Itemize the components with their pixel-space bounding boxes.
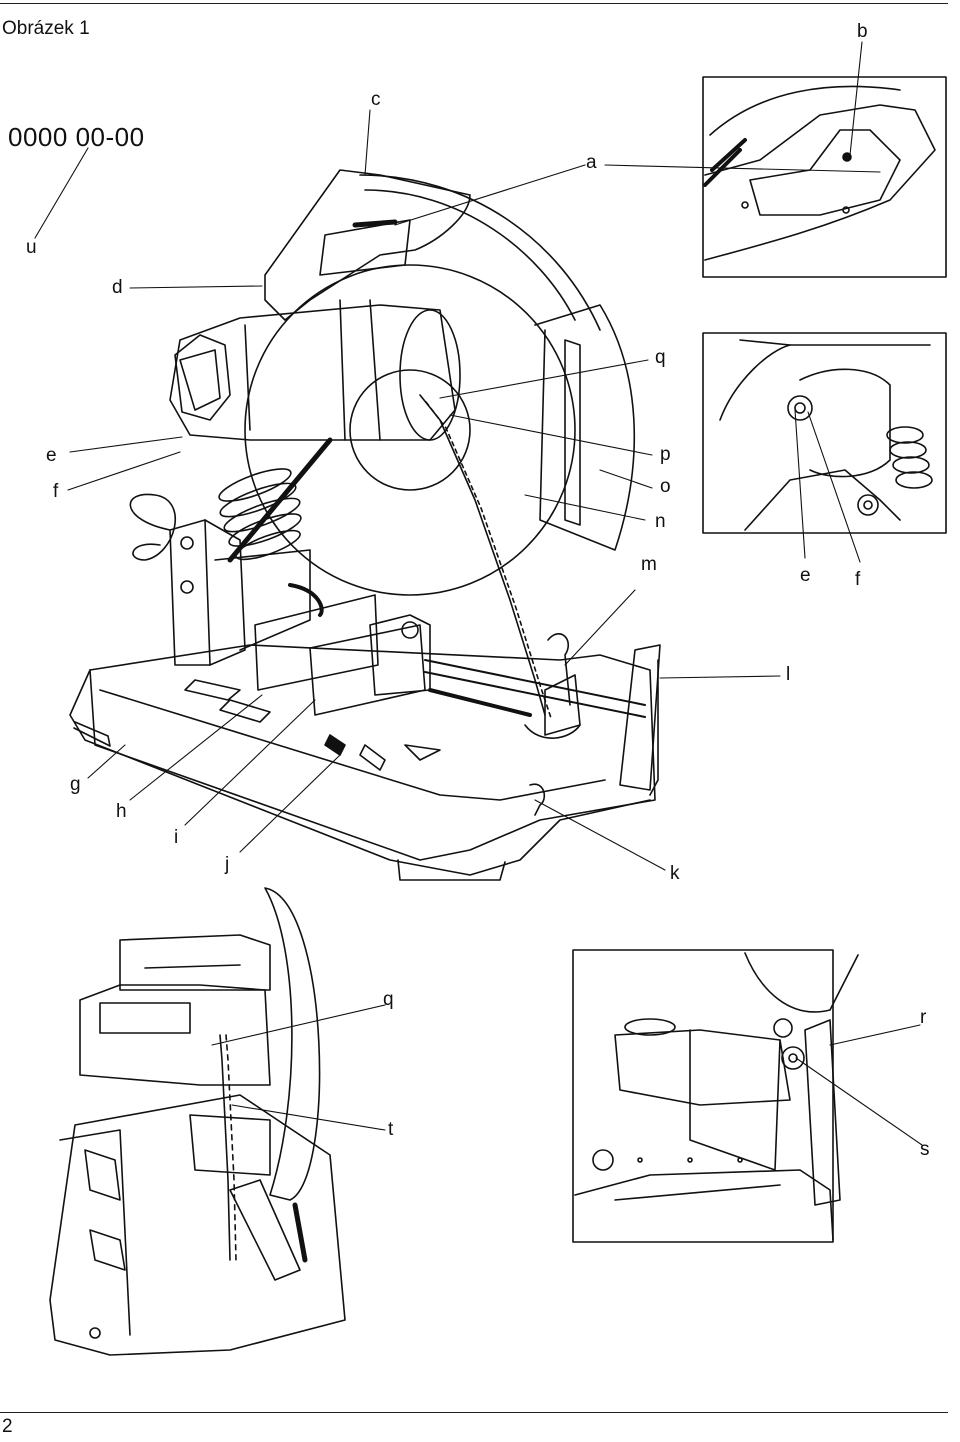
inset-angle-detail xyxy=(573,950,858,1242)
callout-t: t xyxy=(388,1119,394,1140)
fence-end xyxy=(620,645,660,790)
side-lever xyxy=(230,1180,300,1280)
base-foot-front xyxy=(398,860,505,880)
operating-handle xyxy=(265,170,470,320)
blade-guard xyxy=(360,175,600,330)
callout-p: p xyxy=(660,444,671,465)
callout-q: q xyxy=(655,347,666,368)
callout-e: e xyxy=(46,445,57,466)
vise-jaw-rear xyxy=(255,595,378,690)
callout-i: i xyxy=(174,827,179,848)
inset-handle-detail xyxy=(703,77,946,277)
figure-title: Obrázek 1 xyxy=(2,18,90,39)
base-foot-left xyxy=(74,722,110,746)
bottom-rule xyxy=(0,1412,948,1413)
callout-g: g xyxy=(70,774,81,795)
callout-a: a xyxy=(586,152,597,173)
callout-b: b xyxy=(857,21,868,42)
page-number: 2 xyxy=(2,1416,13,1437)
callout-h: h xyxy=(116,801,127,822)
callout-c: c xyxy=(371,89,381,110)
callout-f: f xyxy=(53,481,59,502)
inset-spring xyxy=(887,427,932,488)
callout-r: r xyxy=(920,1007,927,1028)
callout-l: l xyxy=(786,664,791,685)
side-base xyxy=(50,1095,345,1355)
callout-j: j xyxy=(225,854,230,875)
side-chain xyxy=(220,1035,236,1260)
callout-detail-f: f xyxy=(855,569,861,590)
callout-k: k xyxy=(670,863,680,884)
side-handle xyxy=(120,935,270,990)
safety-chain xyxy=(420,395,551,718)
side-blade xyxy=(265,888,320,1200)
callout-d: d xyxy=(112,277,123,298)
callout-m: m xyxy=(641,554,657,575)
top-rule xyxy=(0,3,948,4)
lower-guard xyxy=(535,305,634,550)
return-spring xyxy=(216,463,304,565)
motor-housing xyxy=(170,305,455,440)
vise-lever xyxy=(545,675,580,735)
inset-lock-pin-detail xyxy=(703,333,946,533)
leader-lines xyxy=(35,42,922,1145)
saw-base xyxy=(90,645,655,860)
catalog-number: 0000 00-00 xyxy=(8,122,145,152)
side-motor xyxy=(80,985,270,1085)
side-view-illustration xyxy=(50,888,345,1355)
motor-end-cap xyxy=(175,335,230,420)
vise-post xyxy=(370,615,430,695)
callout-o: o xyxy=(660,476,671,497)
cutting-blade xyxy=(245,265,575,595)
power-cord xyxy=(130,494,175,560)
callout-lower-q: q xyxy=(383,989,394,1010)
callout-detail-e: e xyxy=(800,565,811,586)
callout-u: u xyxy=(26,237,37,258)
wrench-holder xyxy=(530,784,544,815)
callout-s: s xyxy=(920,1139,930,1160)
callout-n: n xyxy=(655,511,666,532)
vise-screw xyxy=(425,660,645,717)
main-saw-illustration xyxy=(70,170,660,880)
